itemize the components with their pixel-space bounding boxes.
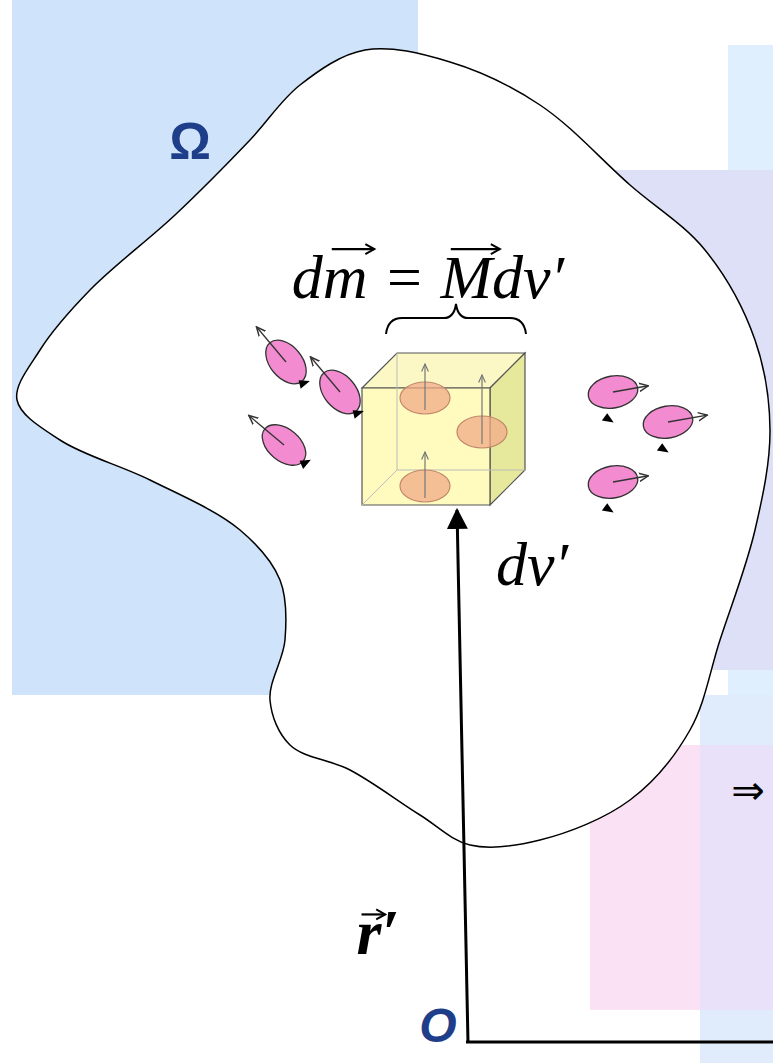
lilac-panel [700, 745, 773, 1010]
position-vector-label: r′ [357, 891, 400, 974]
dipole-left [298, 346, 371, 425]
position-vector [457, 510, 468, 1043]
region-outline-path [17, 49, 770, 848]
dipole-left [244, 316, 317, 395]
dipole-right [641, 399, 713, 456]
axis-line [466, 1041, 773, 1044]
volume-cube [362, 353, 525, 505]
dipole-left [238, 403, 317, 476]
dipole-right [586, 370, 654, 426]
volume-label: dv′ [496, 524, 568, 605]
region-label: Ω [169, 113, 211, 170]
origin-label: O [419, 1000, 456, 1053]
dipole-right [586, 460, 654, 516]
pale-blue-panel [700, 695, 773, 1063]
equation-label: dm = Mdv′ [292, 237, 564, 318]
vector-accents [332, 244, 500, 919]
implies-arrow: ⇒ [731, 768, 765, 812]
